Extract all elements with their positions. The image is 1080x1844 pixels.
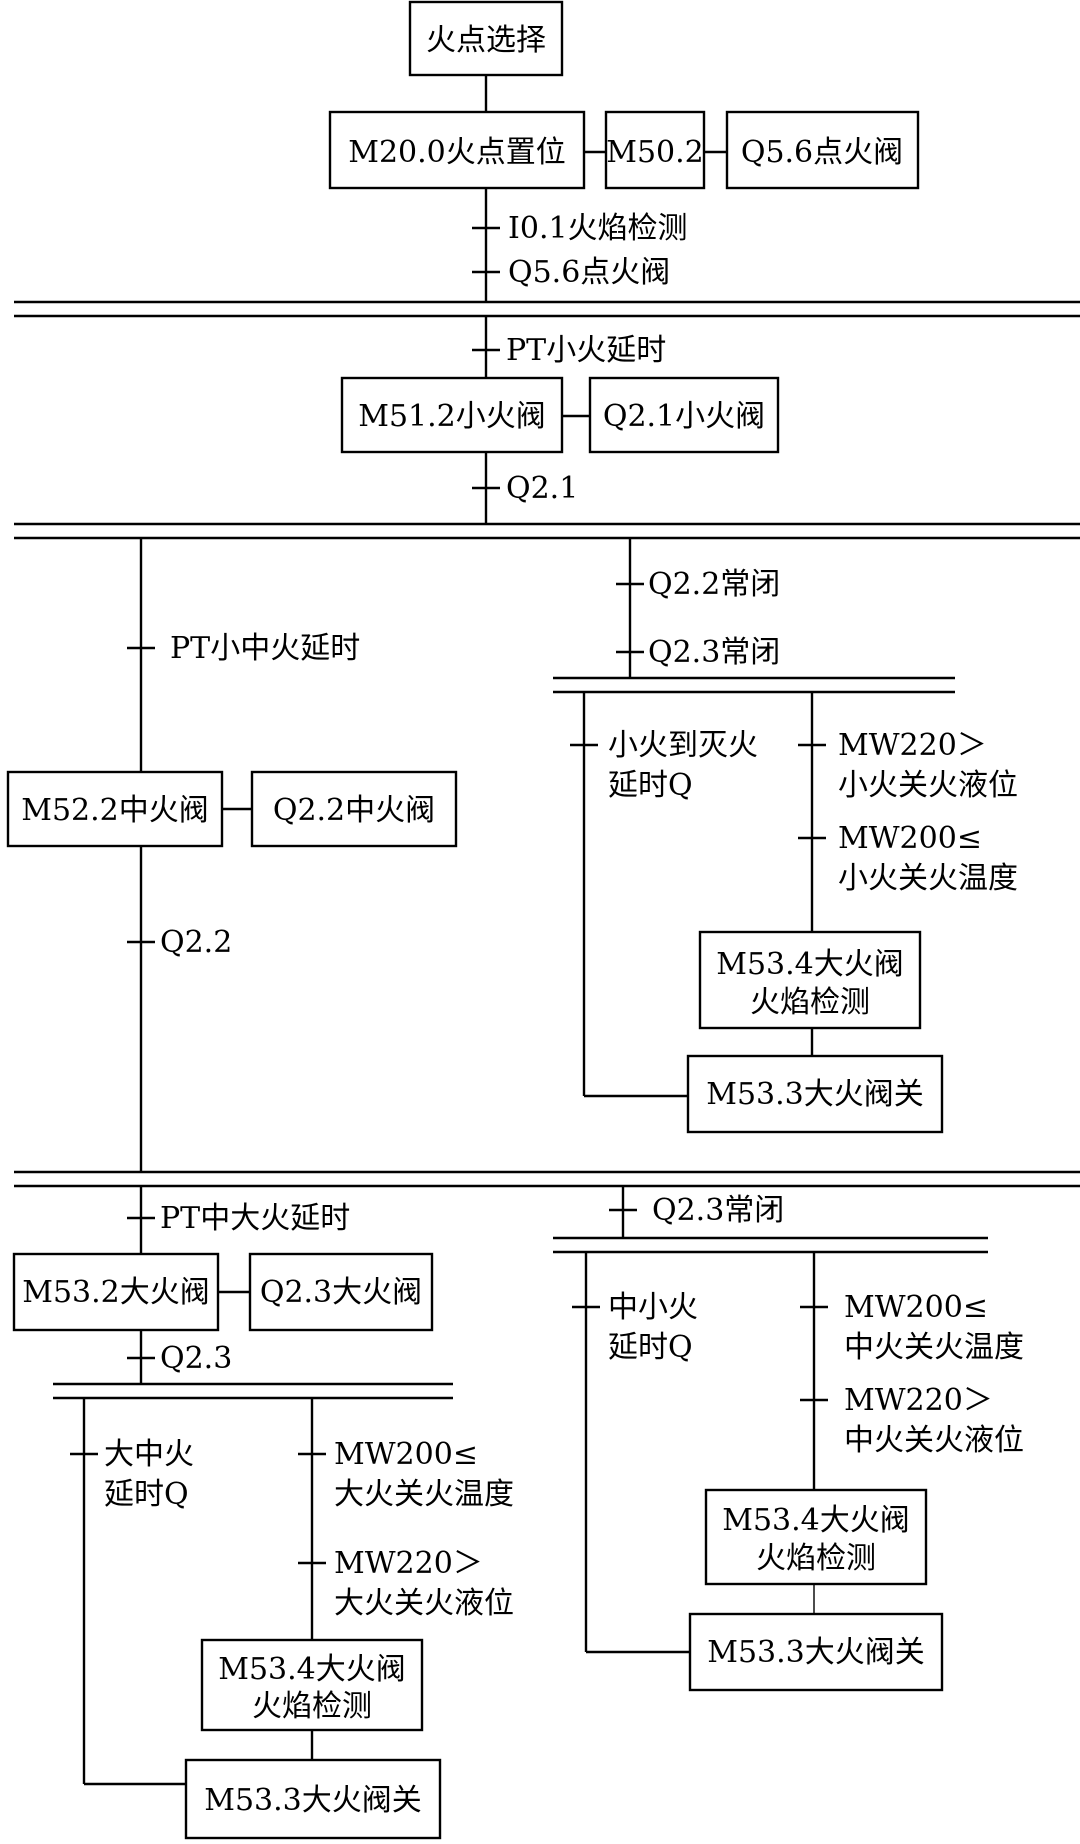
step-m53-4-a <box>698 930 922 1030</box>
step-m53-3-c <box>688 1612 944 1692</box>
step-fire-select <box>408 0 564 77</box>
step-label: M53.4大火阀 <box>722 1503 910 1538</box>
transition-label: 延时Q <box>608 1330 693 1365</box>
transition-label: 延时Q <box>608 768 693 803</box>
step-label: 火焰检测 <box>252 1689 372 1724</box>
transition-label: Q2.2 <box>160 925 232 960</box>
step-label: M53.4大火阀 <box>716 947 904 982</box>
transition-label: 小火关火温度 <box>838 861 1018 896</box>
transition-label: 小火到灭火 <box>608 728 758 763</box>
transition-label: MW200≤ <box>844 1290 988 1325</box>
action-label: M50.2 <box>606 135 704 170</box>
transition-label: 大火关火温度 <box>334 1477 514 1512</box>
action-q5-6 <box>725 110 920 190</box>
transition-label: 小火关火液位 <box>838 768 1018 803</box>
step-m53-3-b <box>184 1758 442 1840</box>
transition-label: I0.1火焰检测 <box>508 211 688 246</box>
transition-label: 大中火 <box>104 1437 194 1472</box>
step-label: M20.0火点置位 <box>348 135 566 170</box>
transition-label: MW200≤ <box>838 821 982 856</box>
transition-label: PT小火延时 <box>506 333 666 368</box>
action-label: Q2.3大火阀 <box>260 1275 422 1310</box>
transition-label: MW220＞ <box>844 1383 993 1418</box>
transition-label: 大火关火液位 <box>334 1586 514 1621</box>
step-label: M53.3大火阀关 <box>706 1077 924 1112</box>
transition-label: 中火关火液位 <box>844 1423 1024 1458</box>
transition-label: 中小火 <box>608 1290 698 1325</box>
action-label: Q5.6点火阀 <box>741 135 903 170</box>
transition-label: 延时Q <box>104 1477 189 1512</box>
step-m53-2 <box>12 1252 220 1332</box>
transition-label: MW220＞ <box>838 728 987 763</box>
step-m53-4-c <box>704 1488 928 1586</box>
step-label: 火焰检测 <box>756 1541 876 1576</box>
transition-label: Q2.2常闭 <box>648 567 780 602</box>
transition-label: Q2.3 <box>160 1341 232 1376</box>
step-m51-2 <box>340 376 564 454</box>
action-q2-3 <box>248 1252 434 1332</box>
step-m52-2 <box>6 770 224 848</box>
action-label: Q2.2中火阀 <box>273 793 435 828</box>
transition-label: Q2.3常闭 <box>648 635 780 670</box>
step-label: M53.2大火阀 <box>22 1275 210 1310</box>
transition-label: Q2.3常闭 <box>652 1193 784 1228</box>
step-label: M52.2中火阀 <box>21 793 209 828</box>
step-label: 火点选择 <box>426 23 546 58</box>
step-label: 火焰检测 <box>750 985 870 1020</box>
action-m50-2 <box>604 110 706 190</box>
transition-label: PT中大火延时 <box>160 1201 350 1236</box>
transition-label: Q5.6点火阀 <box>508 255 670 290</box>
action-label: Q2.1小火阀 <box>603 399 765 434</box>
step-label: M53.3大火阀关 <box>204 1783 422 1818</box>
transition-label: MW220＞ <box>334 1546 483 1581</box>
step-m53-3-a <box>686 1054 944 1134</box>
step-m20-0 <box>328 110 586 190</box>
transition-label: Q2.1 <box>506 471 578 506</box>
action-q2-2 <box>250 770 458 848</box>
transition-label: PT小中火延时 <box>170 631 360 666</box>
transition-label: MW200≤ <box>334 1437 478 1472</box>
transition-label: 中火关火温度 <box>844 1330 1024 1365</box>
step-label: M51.2小火阀 <box>358 399 546 434</box>
step-label: M53.3大火阀关 <box>707 1635 925 1670</box>
action-q2-1 <box>588 376 780 454</box>
step-label: M53.4大火阀 <box>218 1652 406 1687</box>
